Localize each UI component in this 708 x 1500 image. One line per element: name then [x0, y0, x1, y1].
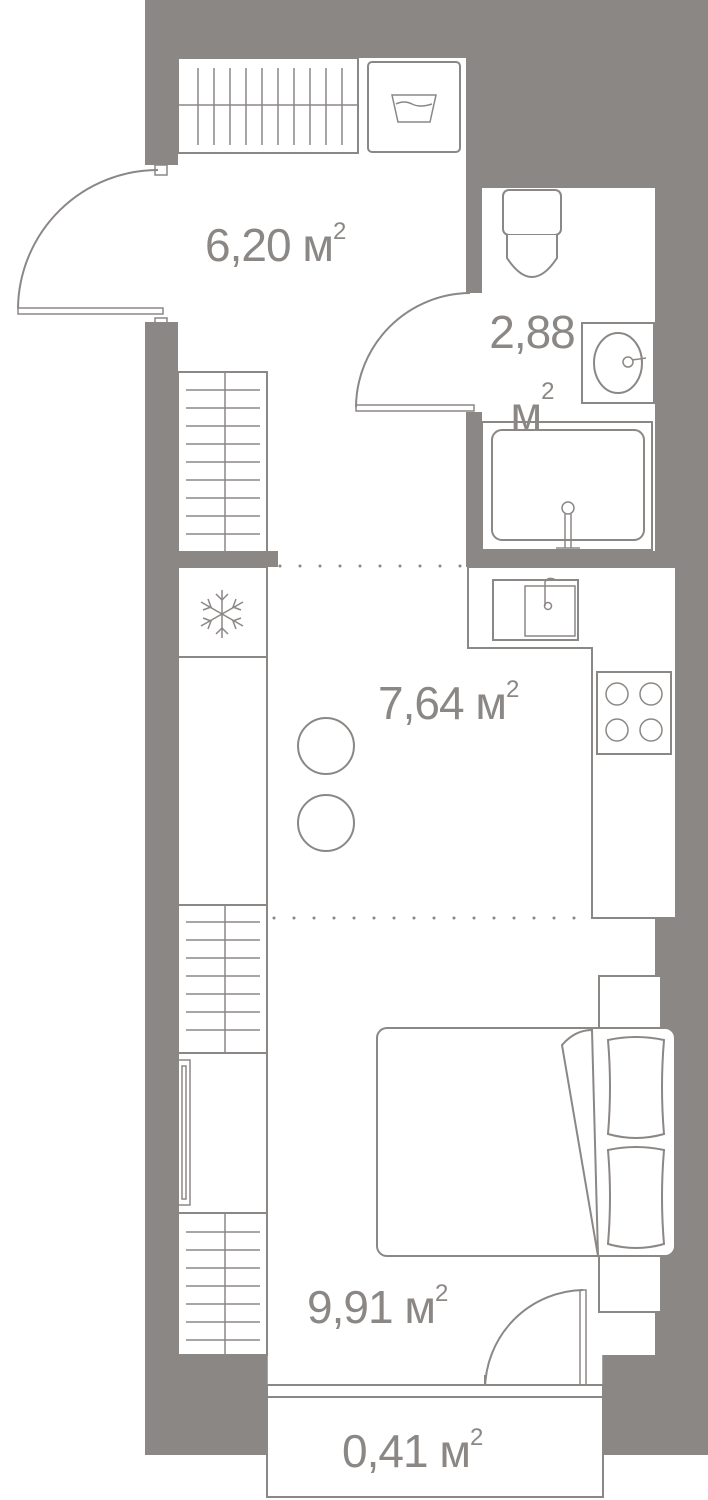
kitchen-counter: [467, 566, 677, 919]
balcony: [266, 1355, 604, 1498]
stools: [297, 717, 355, 852]
wardrobe-left: [177, 371, 268, 553]
area-exponent: 2: [541, 377, 554, 405]
toilet-icon: [502, 189, 562, 278]
area-unit: м: [404, 1281, 436, 1333]
wardrobe-top: [177, 57, 359, 154]
zone-dividers: [272, 564, 576, 920]
entrance-door: [17, 164, 168, 329]
area-exponent: 2: [332, 218, 346, 245]
area-unit: м: [475, 677, 507, 729]
area-exponent: 2: [469, 1424, 483, 1451]
area-unit: м: [510, 386, 543, 439]
sink-icon: [581, 322, 655, 404]
area-label-hallway: 6,20 м2: [205, 219, 346, 271]
bed-icon: [376, 975, 676, 1313]
area-value: 0,41: [342, 1425, 429, 1477]
bathtub-icon: [481, 421, 653, 551]
area-exponent: 2: [434, 1280, 448, 1307]
area-exponent: 2: [505, 676, 519, 703]
balcony-door: [484, 1289, 587, 1397]
wardrobe-bedroom-lower: [177, 1212, 268, 1356]
area-value: 6,20: [205, 219, 292, 271]
wardrobe-bedroom-upper: [177, 904, 268, 1054]
area-unit: м: [302, 219, 334, 271]
bathroom-door: [355, 292, 475, 412]
area-label-kitchen: 7,64 м2: [378, 677, 519, 729]
fridge: [177, 566, 268, 658]
laundry-icon: [367, 61, 461, 153]
area-label-bedroom: 9,91 м2: [307, 1281, 448, 1333]
tv-unit: [177, 1052, 268, 1214]
walls: [145, 0, 708, 1455]
area-label-bathroom: 2,88 м2: [477, 292, 587, 453]
area-label-balcony: 0,41 м2: [342, 1425, 483, 1477]
area-value: 9,91: [307, 1281, 394, 1333]
area-value: 2,88: [489, 306, 576, 358]
stove-icon: [596, 671, 672, 755]
snowflake-icon: [200, 590, 244, 638]
area-unit: м: [439, 1425, 471, 1477]
cabinet-left: [177, 656, 268, 906]
area-value: 7,64: [378, 677, 465, 729]
